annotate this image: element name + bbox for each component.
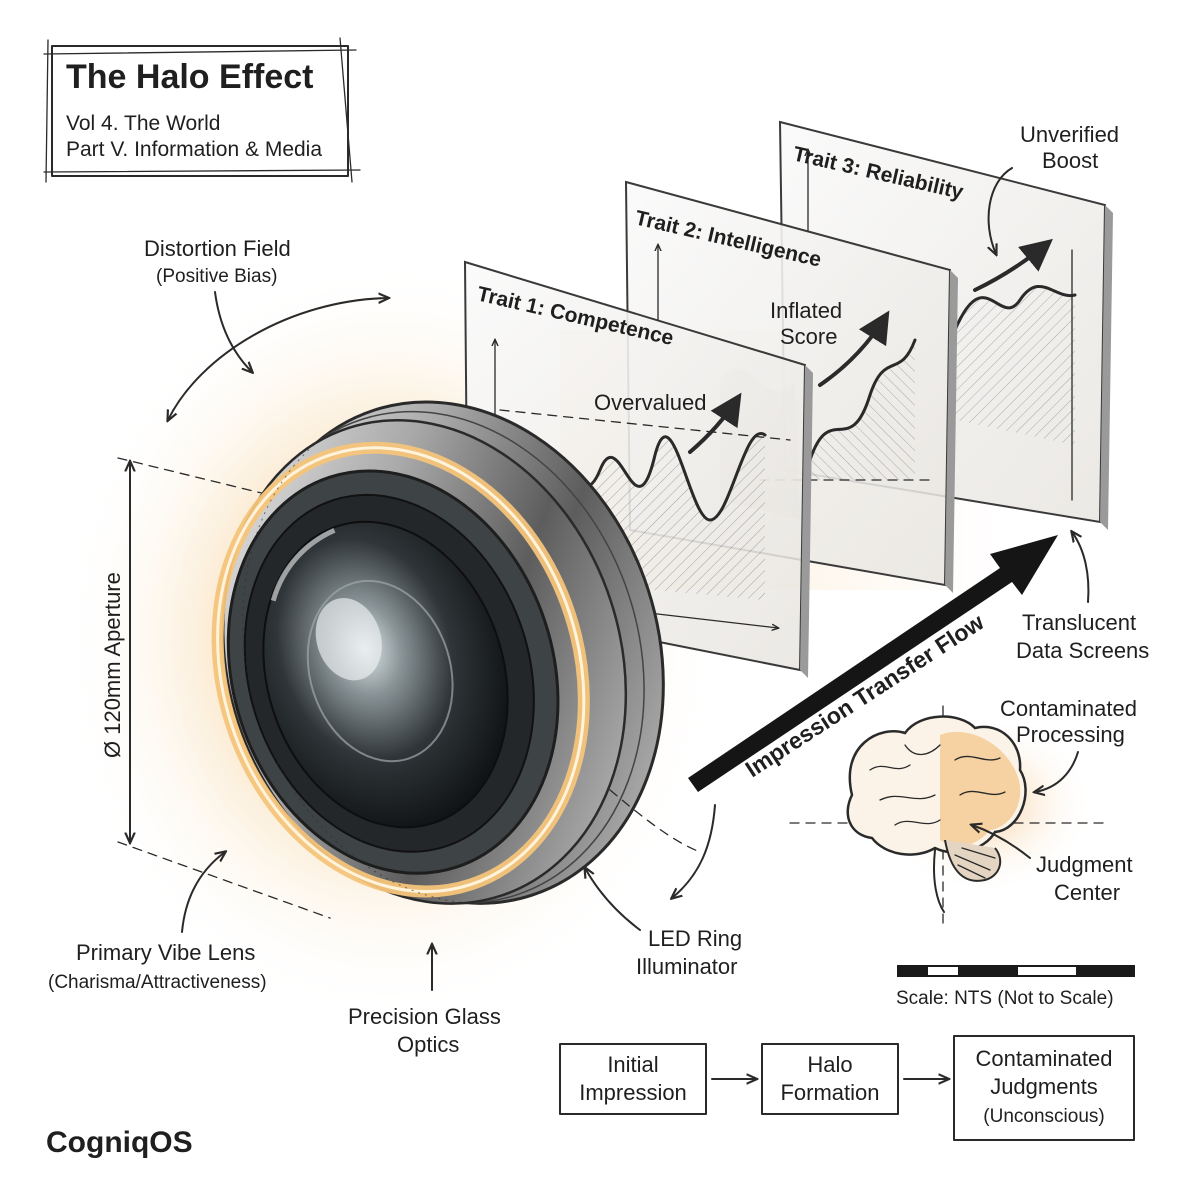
flow-step-halo [761,1043,899,1115]
translucent-pointer [1072,532,1090,603]
flow-step-contaminated-line1: Contaminated [976,1046,1113,1071]
judgment-pointer [972,825,1031,859]
inflated-arrow [818,310,890,387]
impression-flow-arrow [688,535,1058,792]
flow-step-initial-line1: Initial [607,1052,658,1077]
led-ring-label-2: Illuminator [636,954,737,979]
primary-lens-sublabel: (Charisma/Attractiveness) [48,972,267,993]
flow-step-contaminated-line2: Judgments [990,1074,1098,1099]
distortion-field-sublabel: (Positive Bias) [156,266,277,287]
translucent-label-2: Data Screens [1016,638,1149,663]
flow-step-contaminated [953,1035,1135,1141]
unverified-arrow [973,238,1053,292]
contaminated-label: Contaminated [1000,696,1137,721]
inflated-label: Inflated [770,298,842,323]
overvalued-arrow [688,392,742,454]
primary-lens [211,400,665,905]
lens-return-arrow [672,804,716,898]
led-pointer [585,868,641,931]
title-part-line: Part V. Information & Media [66,138,322,161]
judgment-label: Judgment [1036,852,1133,877]
flow-step-halo-line1: Halo [807,1052,852,1077]
unverified-label: Unverified [1020,122,1119,147]
process-flowchart: Initial Impression Halo Formation Contam… [559,1035,1135,1141]
translucent-label: Translucent [1022,610,1136,635]
page-title: The Halo Effect [66,58,313,96]
scale-bar: Scale: NTS (Not to Scale) [896,965,1135,1009]
distortion-field-label: Distortion Field [144,236,291,261]
flow-step-initial [559,1043,707,1115]
overvalued-label: Overvalued [594,390,707,415]
unverified-label-2: Boost [1042,148,1098,173]
distortion-pointer [214,291,252,372]
contaminated-pointer [1035,751,1079,792]
unverified-pointer [989,167,1013,254]
scale-label: Scale: NTS (Not to Scale) [896,988,1114,1009]
brand-logo-text: CogniqOS [46,1126,193,1159]
primary-lens-label: Primary Vibe Lens [76,940,255,965]
judgment-label-2: Center [1054,880,1120,905]
aperture-dimension: Ø 120mm Aperture [100,457,331,919]
flow-step-contaminated-line3: (Unconscious) [983,1106,1104,1127]
aperture-label: Ø 120mm Aperture [100,572,125,758]
precision-glass-label-2: Optics [397,1032,459,1057]
title-box: The Halo Effect Vol 4. The World Part V.… [43,37,361,183]
primary-lens-pointer [181,852,225,933]
flow-step-halo-line2: Formation [780,1080,879,1105]
brain-illustration [789,705,1111,931]
lens-projection-dash [609,789,701,853]
title-volume-line: Vol 4. The World [66,112,220,135]
distortion-arc [168,298,388,420]
led-ring-label: LED Ring [648,926,742,951]
precision-glass-label: Precision Glass [348,1004,501,1029]
flow-step-initial-line2: Impression [579,1080,687,1105]
contaminated-label-2: Processing [1016,722,1125,747]
inflated-label-2: Score [780,324,837,349]
